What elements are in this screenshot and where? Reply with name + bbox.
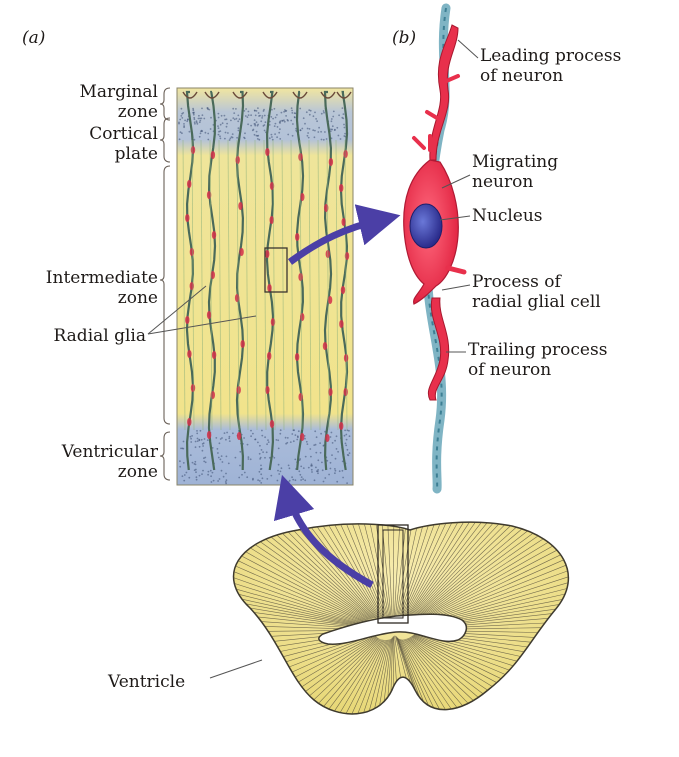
ventricle-pointer	[210, 660, 262, 678]
migrating-neuron-detail	[404, 8, 464, 489]
radial-glia-label: Radial glia	[10, 326, 146, 346]
panel-b-label: (b)	[392, 28, 416, 48]
panel-a-label: (a)	[22, 28, 45, 48]
nucleus	[410, 204, 442, 248]
nucleus-label: Nucleus	[472, 206, 543, 226]
cortical-column	[177, 88, 353, 485]
ventricle-label: Ventricle	[108, 672, 185, 692]
brain-section	[234, 522, 569, 714]
zone-braces	[160, 88, 170, 480]
